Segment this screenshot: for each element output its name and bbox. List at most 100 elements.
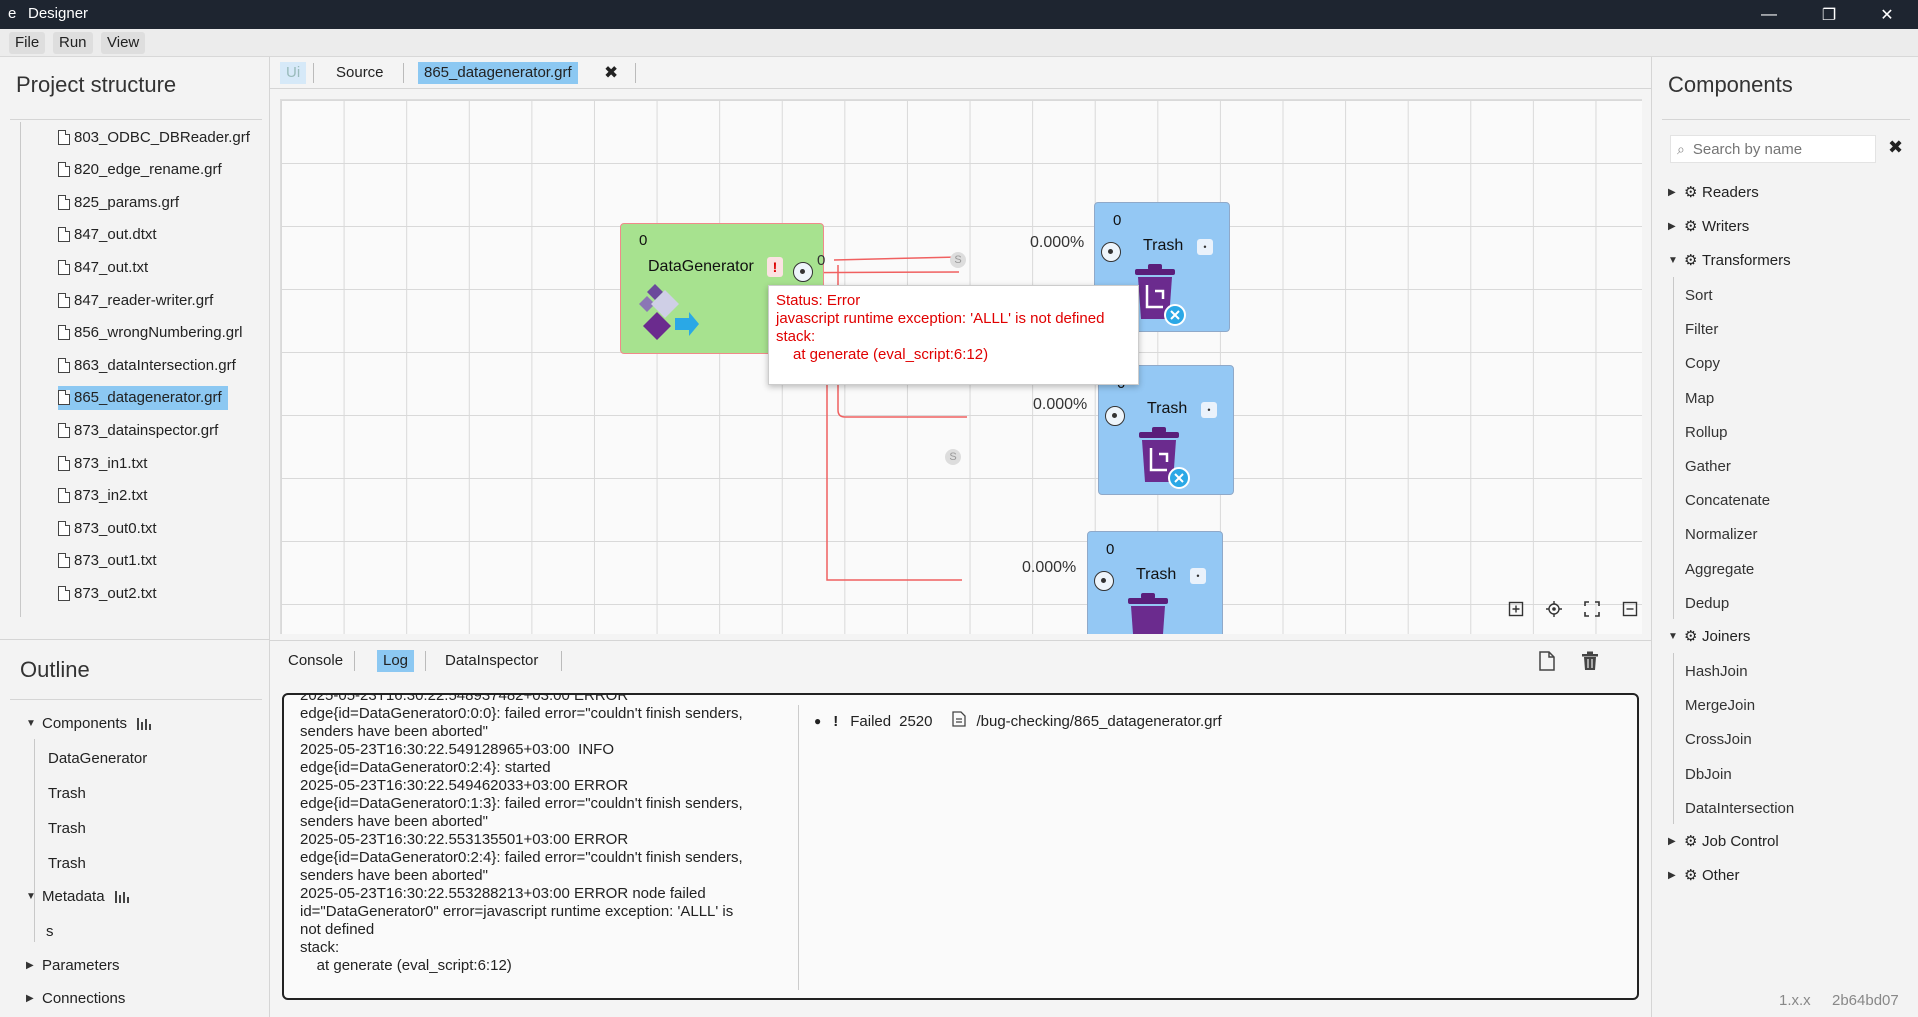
component-category-label: Job Control <box>1702 832 1779 850</box>
component-item[interactable]: CrossJoin <box>1685 731 1752 749</box>
project-file-item[interactable]: 847_out.dtxt <box>58 223 157 247</box>
input-port[interactable] <box>1105 406 1125 426</box>
tab-ui[interactable]: Ui <box>280 62 307 84</box>
tree-guide-line <box>34 739 35 939</box>
outline-parameters[interactable]: ▶ Parameters <box>26 957 120 974</box>
input-port[interactable] <box>1094 571 1114 591</box>
close-tab-icon[interactable]: ✖ <box>604 63 619 82</box>
outline-component-item[interactable]: DataGenerator <box>48 750 148 767</box>
project-file-item[interactable]: 873_out0.txt <box>58 516 157 540</box>
caret-down-icon: ▼ <box>26 718 36 729</box>
component-item[interactable]: Sort <box>1685 287 1713 304</box>
project-file-item[interactable]: 847_out.txt <box>58 255 148 279</box>
project-file-item[interactable]: 803_ODBC_DBReader.grf <box>58 125 250 149</box>
tab-data-inspector[interactable]: DataInspector <box>445 652 539 669</box>
component-item[interactable]: Dedup <box>1685 594 1730 612</box>
caret-right-icon: ▶ <box>1668 186 1676 198</box>
component-item[interactable]: Copy <box>1685 355 1721 373</box>
node-label: DataGenerator <box>648 258 754 275</box>
menu-view[interactable]: View <box>101 32 146 54</box>
tab-source[interactable]: Source <box>336 64 384 81</box>
node-option-button[interactable]: • <box>1197 239 1213 255</box>
project-file-label: 803_ODBC_DBReader.grf <box>74 128 250 146</box>
project-file-label: 825_params.grf <box>74 193 180 211</box>
node-option-button[interactable]: • <box>1201 402 1217 418</box>
project-file-item[interactable]: 873_datainspector.grf <box>58 418 218 442</box>
component-category[interactable]: ▶⚙Writers <box>1668 217 1749 236</box>
chart-bars-icon <box>114 890 129 903</box>
clear-search-icon[interactable]: ✖ <box>1888 137 1904 157</box>
outline-connections[interactable]: ▶ Connections <box>26 990 125 1007</box>
close-window-button[interactable]: ✕ <box>1880 6 1894 24</box>
component-item[interactable]: Aggregate <box>1685 560 1755 578</box>
output-port[interactable] <box>793 262 813 282</box>
status-file-path: /bug-checking/865_datagenerator.grf <box>976 712 1222 730</box>
caret-down-icon: ▼ <box>1668 254 1678 266</box>
log-line: 2025-05-23T16:30:22.549462033+03:00 ERRO… <box>300 777 629 794</box>
zoom-in-icon[interactable] <box>1506 599 1526 619</box>
component-category[interactable]: ▼⚙Transformers <box>1668 251 1791 270</box>
log-line: id="DataGenerator0" error=javascript run… <box>300 903 734 920</box>
restore-button[interactable]: ❐ <box>1821 6 1837 24</box>
project-file-item[interactable]: 865_datagenerator.grf <box>58 385 228 410</box>
component-item[interactable]: Gather <box>1685 458 1731 475</box>
outline-metadata-item[interactable]: s <box>46 923 54 940</box>
project-file-item[interactable]: 873_in2.txt <box>58 484 147 508</box>
warning-icon[interactable]: ! <box>767 257 783 277</box>
outline-components[interactable]: ▼ Components <box>26 715 152 732</box>
component-category[interactable]: ▶⚙Job Control <box>1668 832 1779 851</box>
node-record-count: 0 <box>1106 541 1115 558</box>
graph-canvas[interactable]: 0 DataGenerator ! 0 0 Trash • <box>280 99 1642 634</box>
project-file-item[interactable]: 873_in1.txt <box>58 451 147 475</box>
tab-file[interactable]: 865_datagenerator.grf <box>418 62 578 84</box>
project-file-item[interactable]: 856_wrongNumbering.grl <box>58 321 242 345</box>
search-box[interactable]: ⌕ <box>1670 135 1876 163</box>
trash-bin-icon[interactable] <box>1581 651 1599 676</box>
menu-file[interactable]: File <box>9 32 46 54</box>
component-item[interactable]: Concatenate <box>1685 492 1771 510</box>
trash-icon <box>1139 427 1190 489</box>
component-item[interactable]: Rollup <box>1685 423 1728 441</box>
metadata-badge[interactable]: S <box>950 252 966 268</box>
component-category[interactable]: ▶⚙Other <box>1668 866 1740 885</box>
component-item[interactable]: DbJoin <box>1685 765 1732 783</box>
log-panel[interactable]: 2025-05-23T16:30:22.548937482+03:00 ERRO… <box>282 693 1639 1000</box>
component-category[interactable]: ▼⚙Joiners <box>1668 627 1750 646</box>
menu-run[interactable]: Run <box>53 32 93 54</box>
minimize-button[interactable]: — <box>1761 5 1777 23</box>
metadata-badge[interactable]: S <box>945 449 961 465</box>
tree-guide-line <box>1673 653 1674 824</box>
node-option-button[interactable]: • <box>1190 568 1206 584</box>
new-file-icon[interactable] <box>1538 651 1556 676</box>
component-item[interactable]: HashJoin <box>1685 663 1748 680</box>
outline-component-item[interactable]: Trash <box>48 820 86 837</box>
outline-metadata[interactable]: ▼ Metadata <box>26 888 129 905</box>
component-category[interactable]: ▶⚙Readers <box>1668 183 1759 202</box>
tab-console[interactable]: Console <box>288 652 344 669</box>
project-file-item[interactable]: 825_params.grf <box>58 190 179 214</box>
project-file-item[interactable]: 820_edge_rename.grf <box>58 158 222 182</box>
outline-component-item[interactable]: Trash <box>48 785 86 802</box>
component-item[interactable]: Normalizer <box>1685 526 1758 544</box>
component-item[interactable]: Filter <box>1685 321 1719 339</box>
project-file-item[interactable]: 873_out2.txt <box>58 581 157 605</box>
outline-component-item[interactable]: Trash <box>48 855 86 872</box>
input-port[interactable] <box>1101 242 1121 262</box>
project-file-item[interactable]: 847_reader-writer.grf <box>58 288 213 312</box>
component-item[interactable]: DataIntersection <box>1685 799 1795 817</box>
component-item[interactable]: MergeJoin <box>1685 697 1756 715</box>
trash-node[interactable]: 0 Trash • <box>1098 365 1234 495</box>
project-file-item[interactable]: 863_dataIntersection.grf <box>58 353 236 377</box>
trash-node[interactable]: 0 Trash • <box>1087 531 1223 634</box>
project-file-label: 847_out.dtxt <box>74 226 157 244</box>
divider <box>10 699 262 700</box>
fit-screen-icon[interactable] <box>1582 599 1602 619</box>
edge-percent-label: 0.000% <box>1033 396 1088 413</box>
center-view-icon[interactable] <box>1544 599 1564 619</box>
tab-log[interactable]: Log <box>377 650 415 672</box>
zoom-out-icon[interactable] <box>1620 599 1640 619</box>
component-item[interactable]: Map <box>1685 389 1715 407</box>
search-input[interactable] <box>1690 139 1861 159</box>
components-panel: Components ⌕ ✖ ▶⚙Readers▶⚙Writers▼⚙Trans… <box>1651 57 1918 1017</box>
project-file-item[interactable]: 873_out1.txt <box>58 549 157 573</box>
